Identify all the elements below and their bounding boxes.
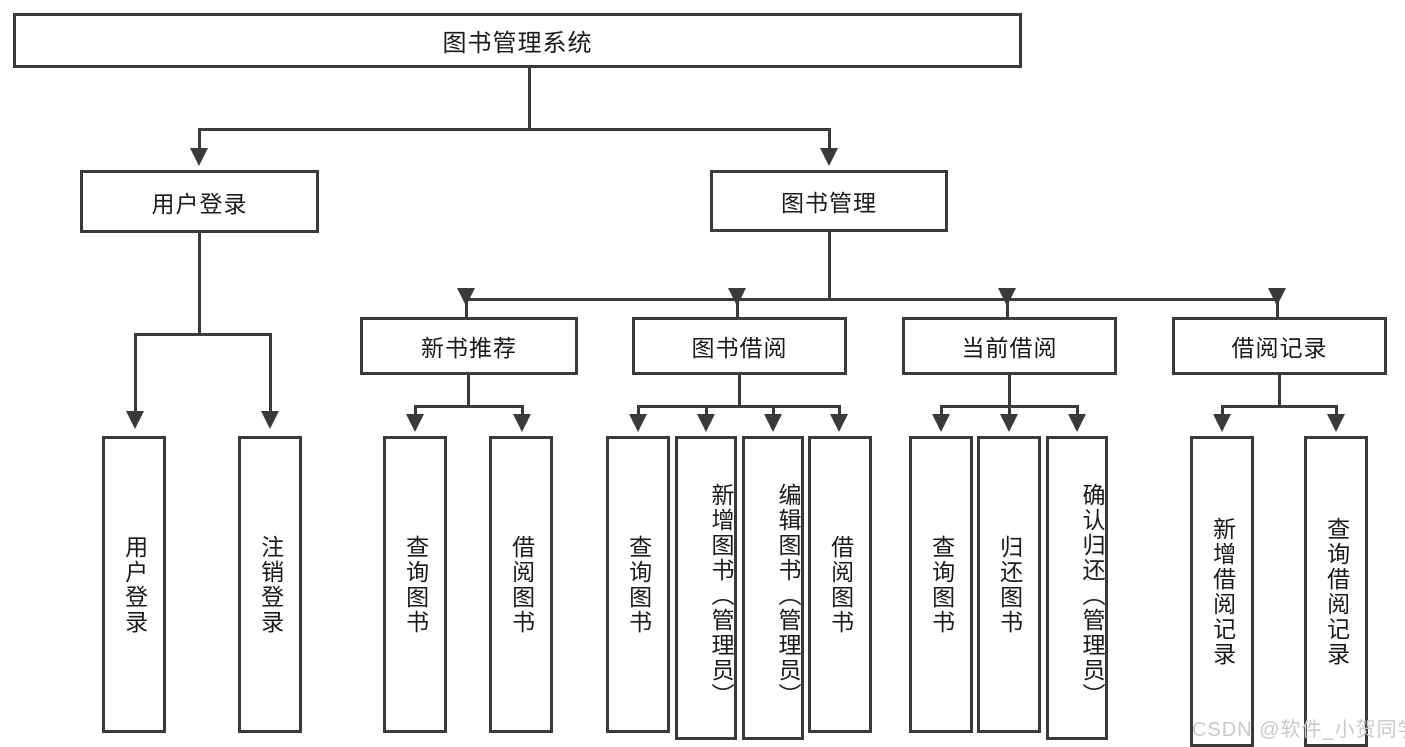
arrowhead-leaf-query-borrow-record	[1327, 414, 1345, 432]
connector-to-book-borrow	[736, 298, 739, 318]
arrowhead-leaf-borrow-book-2	[830, 414, 848, 432]
leaf-query-book-2[interactable]: 查询图书	[606, 436, 670, 733]
leaf-query-borrow-record-label: 查询借阅记录	[1323, 516, 1350, 667]
connector-root-bus	[198, 128, 831, 131]
arrowhead-leaf-query-book-2	[629, 414, 647, 432]
node-borrow-record[interactable]: 借阅记录	[1172, 317, 1387, 375]
leaf-borrow-book-2-label: 借阅图书	[827, 534, 854, 635]
connector-book-borrow-bus	[637, 405, 840, 408]
connector-nbr-right	[521, 405, 524, 419]
leaf-borrow-book-2[interactable]: 借阅图书	[808, 436, 872, 733]
arrowhead-new-book-rec	[457, 288, 475, 306]
connector-to-current-borrow	[1006, 298, 1009, 318]
leaf-user-login-label: 用户登录	[121, 534, 148, 635]
connector-user-login-stem	[198, 233, 201, 335]
leaf-edit-book-admin-label: 编辑图书（管理员）	[775, 482, 801, 708]
node-book-borrow[interactable]: 图书借阅	[632, 317, 847, 375]
connector-root-stem	[528, 68, 531, 130]
connector-root-to-user-login	[198, 128, 201, 150]
leaf-add-book-admin-label: 新增图书（管理员）	[708, 482, 734, 708]
arrowhead-leaf-user-login	[126, 411, 144, 429]
connector-user-login-left	[134, 333, 137, 413]
connector-current-borrow-stem	[1008, 375, 1011, 407]
leaf-edit-book-admin[interactable]: 编辑图书（管理员）	[742, 436, 804, 740]
connector-bb-1	[637, 405, 640, 419]
arrowhead-leaf-logout-login	[261, 411, 279, 429]
node-book-manage-label: 图书管理	[781, 190, 877, 216]
connector-borrow-record-bus	[1221, 405, 1338, 408]
node-user-login-label: 用户登录	[151, 190, 248, 217]
node-book-manage[interactable]: 图书管理	[710, 170, 948, 232]
arrowhead-leaf-add-borrow-record	[1213, 414, 1231, 432]
leaf-add-borrow-record[interactable]: 新增借阅记录	[1190, 436, 1254, 747]
leaf-logout-login-label: 注销登录	[257, 534, 284, 635]
connector-book-manage-bus	[465, 298, 1279, 301]
connector-cb-3	[1076, 405, 1079, 419]
node-current-borrow[interactable]: 当前借阅	[902, 317, 1117, 375]
connector-bb-4	[838, 405, 841, 419]
node-new-book-rec[interactable]: 新书推荐	[360, 317, 578, 375]
leaf-query-book-1-label: 查询图书	[402, 534, 429, 635]
leaf-query-book-1[interactable]: 查询图书	[383, 436, 447, 733]
node-root-label: 图书管理系统	[442, 30, 593, 57]
connector-book-manage-stem	[828, 232, 831, 300]
connector-br-left	[1221, 405, 1224, 419]
leaf-add-book-admin[interactable]: 新增图书（管理员）	[675, 436, 737, 740]
connector-nbr-left	[414, 405, 417, 419]
leaf-query-book-3[interactable]: 查询图书	[909, 436, 973, 733]
connector-user-login-bus	[134, 333, 272, 336]
leaf-return-book[interactable]: 归还图书	[977, 436, 1041, 733]
leaf-add-borrow-record-label: 新增借阅记录	[1209, 516, 1236, 667]
connector-br-right	[1335, 405, 1338, 419]
leaf-query-book-3-label: 查询图书	[928, 534, 955, 635]
connector-user-login-right	[269, 333, 272, 413]
arrowhead-leaf-edit-book-admin	[764, 414, 782, 432]
node-new-book-rec-label: 新书推荐	[421, 335, 517, 361]
arrowhead-leaf-return-book	[1000, 414, 1018, 432]
arrowhead-leaf-query-book-1	[406, 414, 424, 432]
arrowhead-book-borrow	[728, 288, 746, 306]
connector-new-book-rec-stem	[467, 375, 470, 407]
connector-to-borrow-record	[1276, 298, 1279, 318]
node-user-login[interactable]: 用户登录	[80, 170, 319, 233]
node-root[interactable]: 图书管理系统	[13, 13, 1022, 68]
connector-bb-3	[772, 405, 775, 419]
leaf-return-book-label: 归还图书	[996, 534, 1023, 635]
watermark: CSDN @软件_小贺同学	[1192, 719, 1405, 741]
connector-borrow-record-stem	[1278, 375, 1281, 407]
connector-cb-1	[940, 405, 943, 419]
arrowhead-leaf-confirm-return-admin	[1068, 414, 1086, 432]
arrowhead-book-manage	[820, 148, 838, 166]
node-book-borrow-label: 图书借阅	[691, 335, 788, 361]
leaf-borrow-book-1[interactable]: 借阅图书	[489, 436, 553, 733]
connector-to-new-book-rec	[465, 298, 468, 318]
arrowhead-leaf-add-book-admin	[697, 414, 715, 432]
arrowhead-leaf-query-book-3	[932, 414, 950, 432]
leaf-logout-login[interactable]: 注销登录	[238, 436, 302, 733]
connector-cb-2	[1008, 405, 1011, 419]
leaf-user-login[interactable]: 用户登录	[102, 436, 166, 733]
node-borrow-record-label: 借阅记录	[1231, 335, 1328, 361]
connector-new-book-rec-bus	[414, 405, 524, 408]
arrowhead-current-borrow	[998, 288, 1016, 306]
arrowhead-user-login	[190, 148, 208, 166]
connector-root-to-book-manage	[828, 128, 831, 150]
connector-book-borrow-stem	[738, 375, 741, 407]
leaf-borrow-book-1-label: 借阅图书	[508, 534, 535, 635]
arrowhead-leaf-borrow-book-1	[513, 414, 531, 432]
node-current-borrow-label: 当前借阅	[961, 335, 1058, 361]
arrowhead-borrow-record	[1268, 288, 1286, 306]
leaf-query-book-2-label: 查询图书	[625, 534, 652, 635]
connector-bb-2	[705, 405, 708, 419]
leaf-confirm-return-admin-label: 确认归还（管理员）	[1079, 482, 1105, 708]
leaf-query-borrow-record[interactable]: 查询借阅记录	[1304, 436, 1368, 747]
leaf-confirm-return-admin[interactable]: 确认归还（管理员）	[1046, 436, 1108, 740]
